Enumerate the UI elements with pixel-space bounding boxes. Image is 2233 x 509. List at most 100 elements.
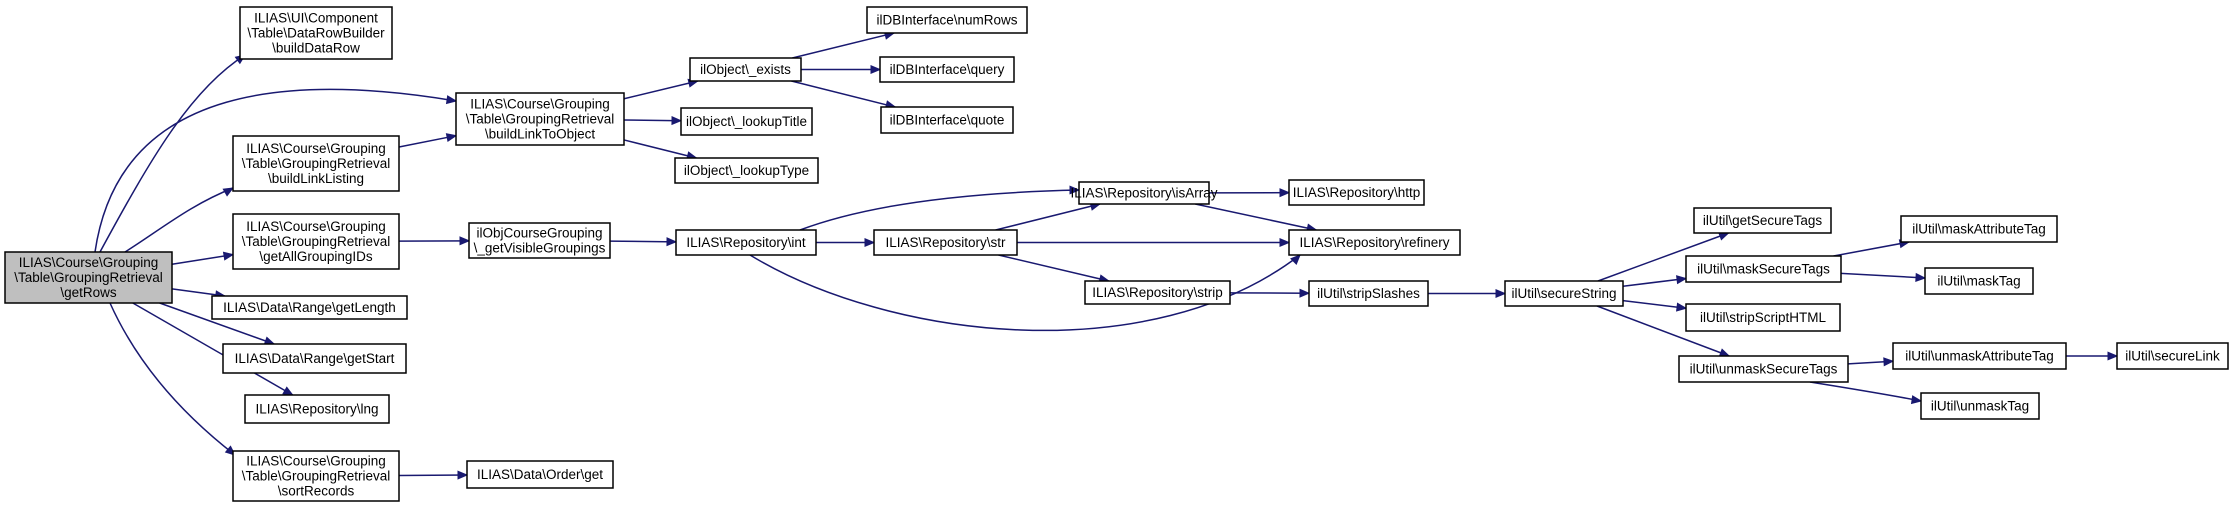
node-query[interactable]: ilDBInterface\query — [879, 56, 1015, 83]
node-label: \Table\GroupingRetrieval — [242, 156, 391, 171]
node-box[interactable] — [1693, 207, 1832, 234]
node-box[interactable] — [1685, 255, 1842, 283]
node-buildLinkListing[interactable]: ILIAS\Course\Grouping\Table\GroupingRetr… — [232, 135, 400, 192]
node-getVisibleGroupings[interactable]: ilObjCourseGrouping\_getVisibleGroupings — [468, 222, 611, 259]
node-box[interactable] — [1288, 179, 1425, 206]
node-label: ilObjCourseGrouping — [476, 226, 602, 241]
node-box[interactable] — [222, 343, 407, 374]
node-repoIsArray[interactable]: ILIAS\Repository\isArray — [1070, 181, 1218, 205]
node-repoHttp[interactable]: ILIAS\Repository\http — [1288, 179, 1425, 206]
node-box[interactable] — [873, 229, 1018, 256]
node-repoStrip[interactable]: ILIAS\Repository\strip — [1084, 280, 1231, 305]
node-box[interactable] — [244, 394, 390, 424]
node-label: ilUtil\stripScriptHTML — [1700, 310, 1827, 325]
node-buildLinkToObject[interactable]: ILIAS\Course\Grouping\Table\GroupingRetr… — [455, 92, 625, 146]
node-getRows[interactable]: ILIAS\Course\Grouping\Table\GroupingRetr… — [4, 251, 173, 304]
node-box[interactable] — [1078, 181, 1210, 205]
node-numRows[interactable]: ilDBInterface\numRows — [866, 6, 1028, 34]
node-maskTag[interactable]: ilUtil\maskTag — [1924, 267, 2034, 295]
node-box[interactable] — [1288, 229, 1461, 256]
node-label: ILIAS\Repository\int — [686, 235, 806, 250]
node-rangeGetStart[interactable]: ILIAS\Data\Range\getStart — [222, 343, 407, 374]
node-label: ILIAS\Data\Range\getStart — [235, 351, 395, 366]
node-box[interactable] — [880, 106, 1014, 134]
node-repoLng[interactable]: ILIAS\Repository\lng — [244, 394, 390, 424]
node-unmaskSecureTags[interactable]: ilUtil\unmaskSecureTags — [1678, 355, 1849, 383]
edge-line — [398, 134, 457, 148]
node-box[interactable] — [468, 222, 611, 259]
node-box[interactable] — [232, 135, 400, 192]
edge-unmaskAttributeTag-to-secureLink — [2066, 351, 2119, 361]
edge-line — [623, 119, 682, 122]
node-getSecureTags[interactable]: ilUtil\getSecureTags — [1693, 207, 1832, 234]
edge-arrowhead — [864, 237, 876, 248]
edge-repoStr-to-repoStrip — [998, 254, 1110, 284]
node-box[interactable] — [675, 229, 817, 256]
node-box[interactable] — [879, 56, 1015, 83]
node-buildDataRow[interactable]: ILIAS\UI\Component\Table\DataRowBuilder\… — [239, 6, 393, 60]
edge-line — [159, 302, 275, 345]
node-box[interactable] — [239, 6, 393, 60]
node-repoInt[interactable]: ILIAS\Repository\int — [675, 229, 817, 256]
edge-repoStrip-to-stripSlashes — [1229, 288, 1311, 298]
node-orderGet[interactable]: ILIAS\Data\Order\get — [466, 460, 614, 489]
node-box[interactable] — [1920, 392, 2040, 420]
node-label: ilDBInterface\numRows — [876, 13, 1017, 28]
node-rangeGetLength[interactable]: ILIAS\Data\Range\getLength — [211, 295, 408, 320]
node-box[interactable] — [232, 213, 400, 270]
node-box[interactable] — [689, 57, 802, 82]
node-lookupTitle[interactable]: ilObject\_lookupTitle — [680, 107, 813, 136]
node-label: ILIAS\Course\Grouping — [246, 454, 386, 469]
node-label: ilUtil\stripSlashes — [1317, 286, 1420, 301]
node-box[interactable] — [1678, 355, 1849, 383]
node-box[interactable] — [2116, 342, 2229, 370]
node-repoRefinery[interactable]: ILIAS\Repository\refinery — [1288, 229, 1461, 256]
edge-line — [1833, 241, 1910, 257]
node-label: ilUtil\maskSecureTags — [1697, 262, 1830, 277]
edge-buildLinkToObject-to-lookupType — [623, 139, 698, 161]
node-label: \buildLinkToObject — [485, 127, 596, 142]
node-sortRecords[interactable]: ILIAS\Course\Grouping\Table\GroupingRetr… — [232, 450, 400, 502]
node-secureLink[interactable]: ilUtil\secureLink — [2116, 342, 2229, 370]
node-label: ilUtil\unmaskAttributeTag — [1905, 349, 2054, 364]
node-secureString[interactable]: ilUtil\secureString — [1504, 280, 1624, 307]
edge-arrowhead — [1069, 185, 1081, 195]
node-label: \buildLinkListing — [268, 171, 364, 186]
node-quote[interactable]: ilDBInterface\quote — [880, 106, 1014, 134]
node-box[interactable] — [1084, 280, 1231, 305]
node-box[interactable] — [1685, 303, 1841, 332]
node-box[interactable] — [232, 450, 400, 502]
node-stripSlashes[interactable]: ilUtil\stripSlashes — [1308, 280, 1429, 307]
node-box[interactable] — [466, 460, 614, 489]
node-objExists[interactable]: ilObject\_exists — [689, 57, 802, 82]
node-unmaskAttributeTag[interactable]: ilUtil\unmaskAttributeTag — [1892, 342, 2067, 370]
node-getAllGroupingIDs[interactable]: ILIAS\Course\Grouping\Table\GroupingRetr… — [232, 213, 400, 270]
node-maskSecureTags[interactable]: ilUtil\maskSecureTags — [1685, 255, 1842, 283]
node-box[interactable] — [211, 295, 408, 320]
node-box[interactable] — [1504, 280, 1624, 307]
node-box[interactable] — [1308, 280, 1429, 307]
edge-arrowhead — [1299, 288, 1311, 298]
node-repoStr[interactable]: ILIAS\Repository\str — [873, 229, 1018, 256]
node-box[interactable] — [866, 6, 1028, 34]
node-box[interactable] — [680, 107, 813, 136]
node-lookupType[interactable]: ilObject\_lookupType — [674, 157, 819, 184]
node-label: ILIAS\Repository\refinery — [1299, 235, 1449, 250]
node-label: \Table\GroupingRetrieval — [242, 234, 391, 249]
edge-repoIsArray-to-repoRefinery — [1195, 203, 1318, 233]
node-maskAttributeTag[interactable]: ilUtil\maskAttributeTag — [1900, 215, 2058, 243]
edges-layer — [94, 30, 2119, 480]
edge-line — [1840, 272, 1926, 279]
node-label: ilObject\_lookupTitle — [686, 114, 807, 129]
node-box[interactable] — [1924, 267, 2034, 295]
edge-line — [995, 203, 1101, 231]
edge-line — [94, 88, 457, 253]
node-unmaskTag[interactable]: ilUtil\unmaskTag — [1920, 392, 2040, 420]
node-box[interactable] — [674, 157, 819, 184]
node-stripScriptHTML[interactable]: ilUtil\stripScriptHTML — [1685, 303, 1841, 332]
node-box[interactable] — [1900, 215, 2058, 243]
node-box[interactable] — [1892, 342, 2067, 370]
node-box[interactable] — [4, 251, 173, 304]
node-box[interactable] — [455, 92, 625, 146]
